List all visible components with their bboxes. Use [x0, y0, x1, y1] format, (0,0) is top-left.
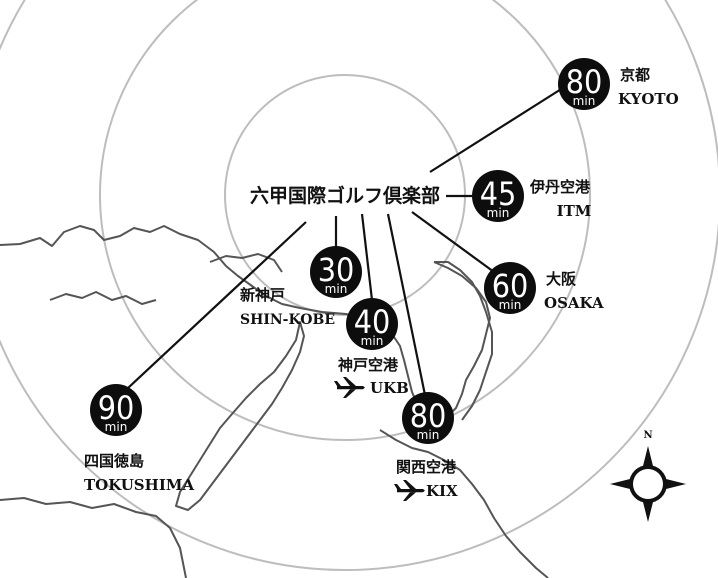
itm-label-en: ITM [557, 202, 592, 220]
center-label: 六甲国際ゴルフ倶楽部 [250, 184, 440, 207]
badge-unit: min [325, 282, 348, 296]
bay-coast [434, 261, 493, 421]
shikoku-coast [0, 497, 187, 578]
ukb-label-ja: 神戸空港 [338, 356, 399, 374]
route-kix [386, 213, 428, 401]
osaka-label-ja: 大阪 [546, 270, 577, 288]
badge-ukb: 40 min [346, 298, 398, 350]
kix-label-ja: 関西空港 [396, 458, 457, 476]
ukb-label-en: UKB [370, 379, 409, 397]
compass-north-label: N [643, 430, 652, 441]
badge-circle [402, 392, 454, 444]
tokushima-label-ja: 四国徳島 [84, 452, 144, 470]
badge-kyoto: 80 min [558, 58, 610, 110]
badge-unit: min [573, 94, 596, 108]
badge-unit: min [105, 420, 128, 434]
tokushima-label-en: TOKUSHIMA [84, 476, 194, 494]
compass-west-arrow [610, 479, 630, 489]
badge-minutes: 45 [480, 175, 517, 213]
route-lines [127, 85, 567, 401]
compass-rose: N [610, 430, 686, 522]
badge-circle [558, 58, 610, 110]
awaji-island [175, 321, 305, 511]
compass-south-arrow [643, 502, 653, 522]
osaka-label-en: OSAKA [544, 294, 604, 312]
honshu-coast [0, 225, 491, 421]
badge-unit: min [499, 298, 522, 312]
shinkobe-label-en: SHIN-KOBE [240, 312, 335, 328]
badge-minutes: 60 [492, 267, 529, 305]
badge-itm: 45 min [472, 170, 524, 222]
badge-circle [90, 384, 142, 436]
badge-minutes: 80 [566, 63, 603, 101]
kix-label-en: KIX [426, 482, 458, 500]
compass-north-arrow [643, 446, 653, 466]
route-ukb [360, 213, 374, 301]
coastlines [0, 225, 549, 578]
badge-circle [310, 246, 362, 298]
kyoto-label-en: KYOTO [618, 90, 679, 108]
inland-coast-west [49, 291, 157, 305]
route-kyoto [429, 85, 567, 173]
shinkobe-label-ja: 新神戸 [240, 286, 285, 304]
badge-unit: min [487, 206, 510, 220]
badge-minutes: 40 [354, 303, 391, 341]
badge-osaka: 60 min [484, 262, 536, 314]
badge-circle [346, 298, 398, 350]
kii-coast [379, 429, 549, 578]
badge-shinkobe: 30 min [310, 246, 362, 298]
airplane-icon [334, 377, 365, 398]
badge-minutes: 90 [98, 389, 135, 427]
destination-labels: 京都 KYOTO 伊丹空港 ITM 大阪 OSAKA 新神戸 SHIN-KOBE… [84, 66, 679, 500]
lake-coast [209, 253, 283, 273]
badge-minutes: 30 [318, 251, 355, 289]
route-tokushima [127, 221, 307, 389]
itm-label-ja: 伊丹空港 [529, 178, 591, 196]
compass-east-arrow [666, 479, 686, 489]
airplane-icon [394, 480, 425, 501]
badge-unit: min [417, 428, 440, 442]
badge-tokushima: 90 min [90, 384, 142, 436]
badge-minutes: 80 [410, 397, 447, 435]
badge-circle [472, 170, 524, 222]
ring-middle [99, 0, 591, 441]
route-osaka [411, 211, 495, 273]
badge-unit: min [361, 334, 384, 348]
kyoto-label-ja: 京都 [620, 66, 650, 84]
badge-kix: 80 min [402, 392, 454, 444]
compass-ring-inner [633, 469, 663, 499]
badge-circle [484, 262, 536, 314]
